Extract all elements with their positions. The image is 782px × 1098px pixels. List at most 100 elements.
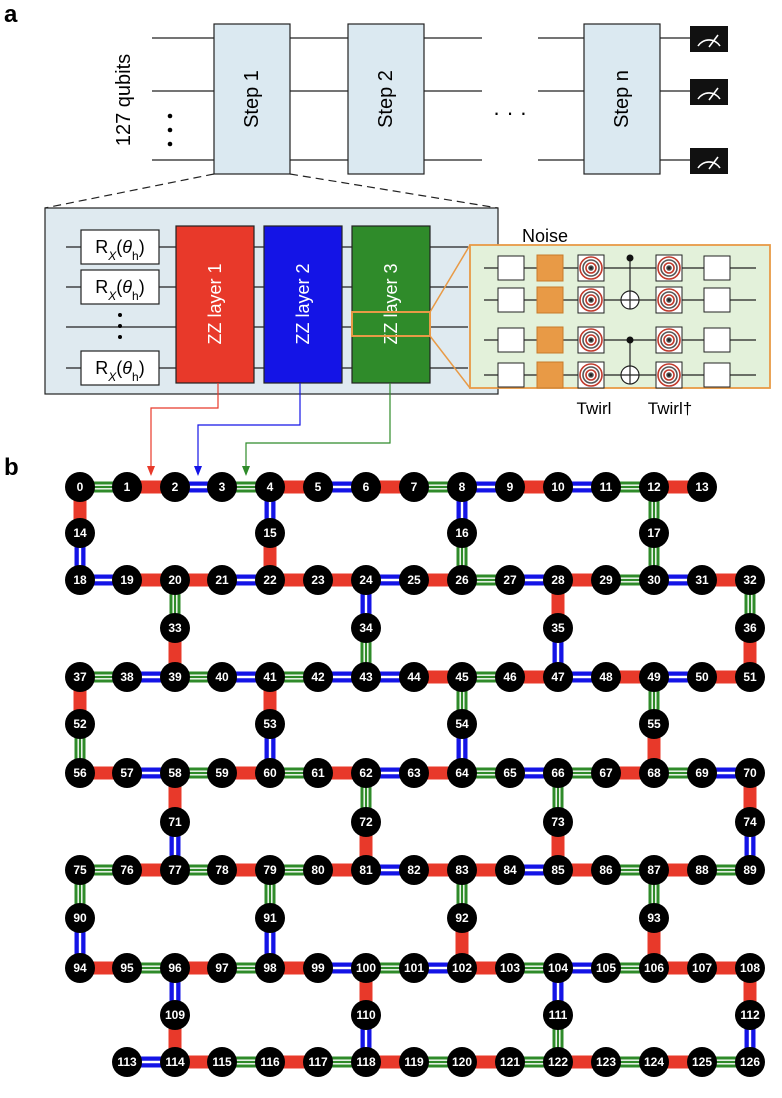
- qubit-label-103: 103: [500, 961, 520, 975]
- qubit-node-115: 115: [207, 1047, 237, 1077]
- qubit-node-113: 113: [112, 1047, 142, 1077]
- qubit-node-64: 64: [447, 758, 477, 788]
- qubit-label-121: 121: [500, 1055, 520, 1069]
- qubit-node-122: 122: [543, 1047, 573, 1077]
- rx-gate: RX(θh): [80, 229, 160, 265]
- qubit-label-8: 8: [459, 480, 466, 494]
- qubit-label-25: 25: [407, 573, 421, 587]
- qubit-node-105: 105: [591, 953, 621, 983]
- qubit-node-119: 119: [399, 1047, 429, 1077]
- qubit-label-81: 81: [359, 863, 373, 877]
- qubit-label-104: 104: [548, 961, 568, 975]
- qubit-label-123: 123: [596, 1055, 616, 1069]
- qubit-label-70: 70: [743, 766, 757, 780]
- step-n-box: [583, 23, 661, 175]
- qubit-label-20: 20: [168, 573, 182, 587]
- qubit-node-114: 114: [160, 1047, 190, 1077]
- qubit-label-35: 35: [551, 621, 565, 635]
- step-detail: RX(θh)RX(θh)RX(θh) ZZ layer 1 ZZ layer 2…: [44, 207, 499, 395]
- qubit-node-67: 67: [591, 758, 621, 788]
- qubit-node-89: 89: [735, 855, 765, 885]
- qubit-node-48: 48: [591, 662, 621, 692]
- qubit-label-95: 95: [120, 961, 134, 975]
- rx-gate-label: RX(θh): [95, 358, 144, 384]
- single-qubit-gate: [703, 287, 731, 313]
- rx-gate: RX(θh): [80, 269, 160, 305]
- qubit-node-109: 109: [160, 1000, 190, 1030]
- qubit-node-44: 44: [399, 662, 429, 692]
- qubit-label-31: 31: [695, 573, 709, 587]
- qubit-node-125: 125: [687, 1047, 717, 1077]
- qubit-node-25: 25: [399, 565, 429, 595]
- qubit-node-47: 47: [543, 662, 573, 692]
- twirl-spiral-icon: [655, 326, 683, 354]
- qubit-node-5: 5: [303, 472, 333, 502]
- qubit-label-36: 36: [743, 621, 757, 635]
- qubit-node-24: 24: [351, 565, 381, 595]
- qubit-label-79: 79: [263, 863, 277, 877]
- qubit-label-12: 12: [647, 480, 661, 494]
- qubit-node-10: 10: [543, 472, 573, 502]
- qubit-node-17: 17: [639, 518, 669, 548]
- qubit-node-85: 85: [543, 855, 573, 885]
- qubit-label-57: 57: [120, 766, 134, 780]
- qubit-node-0: 0: [65, 472, 95, 502]
- qubit-label-109: 109: [165, 1008, 185, 1022]
- qubit-label-85: 85: [551, 863, 565, 877]
- qubit-node-13: 13: [687, 472, 717, 502]
- qubit-label-43: 43: [359, 670, 373, 684]
- zoom-line-left: [44, 173, 215, 209]
- qubit-label-88: 88: [695, 863, 709, 877]
- zz-layer-2-label: ZZ layer 2: [293, 263, 313, 344]
- rx-gates: RX(θh) RX(θh) RX(θh): [80, 229, 160, 386]
- single-qubit-gate: [703, 255, 731, 281]
- qubit-label-63: 63: [407, 766, 421, 780]
- vertical-dots: [167, 113, 173, 147]
- step-1-box: [213, 23, 291, 175]
- qubit-node-106: 106: [639, 953, 669, 983]
- qubit-label-116: 116: [260, 1055, 280, 1069]
- qubit-label-110: 110: [356, 1008, 376, 1022]
- qubit-label-32: 32: [743, 573, 757, 587]
- qubit-node-116: 116: [255, 1047, 285, 1077]
- meter-icon: [690, 79, 728, 105]
- panel-a-letter: a: [4, 1, 18, 28]
- qubit-label-62: 62: [359, 766, 373, 780]
- qubit-node-82: 82: [399, 855, 429, 885]
- qubit-node-81: 81: [351, 855, 381, 885]
- qubit-label-9: 9: [507, 480, 514, 494]
- qubit-label-60: 60: [263, 766, 277, 780]
- qubit-label-67: 67: [599, 766, 613, 780]
- qubit-label-49: 49: [647, 670, 661, 684]
- qubit-node-71: 71: [160, 807, 190, 837]
- qubit-node-1: 1: [112, 472, 142, 502]
- qubit-node-76: 76: [112, 855, 142, 885]
- qubit-label-1: 1: [124, 480, 131, 494]
- qubit-node-15: 15: [255, 518, 285, 548]
- qubit-node-80: 80: [303, 855, 333, 885]
- zz-layer-2-box: [263, 225, 343, 384]
- qubit-label-53: 53: [263, 717, 277, 731]
- qubit-label-15: 15: [263, 526, 277, 540]
- qubit-node-78: 78: [207, 855, 237, 885]
- qubit-node-41: 41: [255, 662, 285, 692]
- qubit-node-16: 16: [447, 518, 477, 548]
- qubit-label-74: 74: [743, 815, 757, 829]
- qubit-node-52: 52: [65, 709, 95, 739]
- highlight-connector-bottom: [429, 335, 471, 389]
- qubit-node-49: 49: [639, 662, 669, 692]
- qubit-node-92: 92: [447, 903, 477, 933]
- rx-gate-label: RX(θh): [95, 237, 144, 263]
- qubit-node-96: 96: [160, 953, 190, 983]
- qubit-node-103: 103: [495, 953, 525, 983]
- qubit-label-113: 113: [117, 1055, 137, 1069]
- twirl-highlight: [351, 311, 431, 337]
- qubit-label-125: 125: [692, 1055, 712, 1069]
- single-qubit-gate: [703, 362, 731, 388]
- qubit-node-79: 79: [255, 855, 285, 885]
- qubit-node-77: 77: [160, 855, 190, 885]
- qubit-node-87: 87: [639, 855, 669, 885]
- qubit-label-46: 46: [503, 670, 517, 684]
- qubit-label-5: 5: [315, 480, 322, 494]
